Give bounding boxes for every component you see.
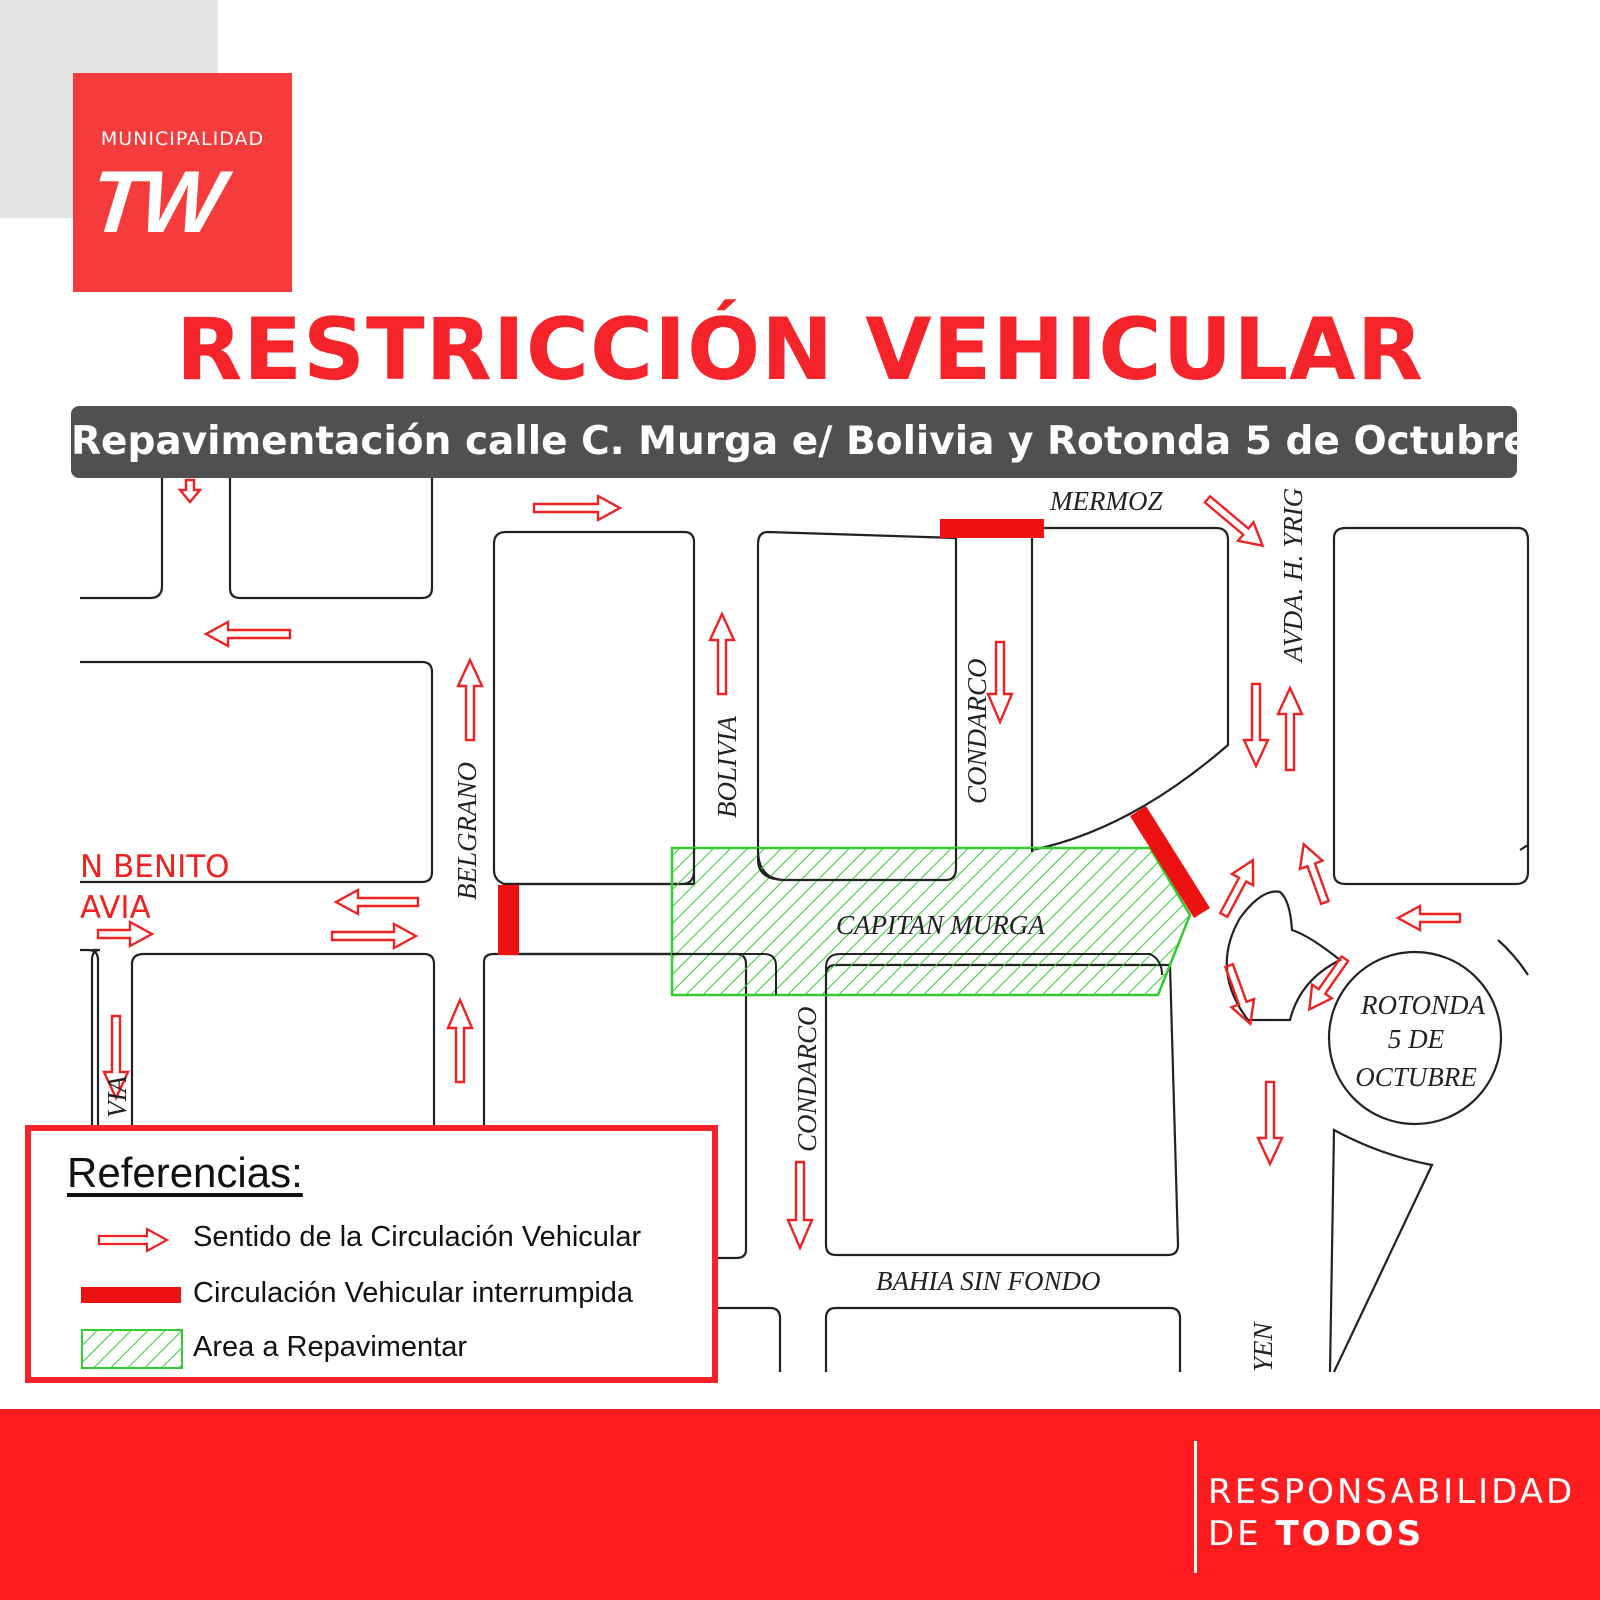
traffic-arrows [96,478,1462,1252]
arrow-icon [97,1227,169,1253]
closure-murga-east [1130,806,1210,918]
repave-area-outline-streets [672,848,1163,995]
street-label-belgrano: BELGRANO [452,762,482,900]
footer-line-2: DE TODOS [1208,1513,1575,1555]
street-label-capitan-murga: CAPITAN MURGA [836,910,1045,940]
arrow-icon [786,1160,814,1252]
arrow-icon [1242,682,1270,769]
footer-divider [1194,1441,1197,1573]
footer-line-2-bold: TODOS [1275,1514,1425,1554]
arrow-icon [330,921,419,951]
roundabout-line-2: 5 DE [1388,1024,1445,1054]
logo-top-text: MUNICIPALIDAD [100,128,265,150]
footer-banner: RESPONSABILIDAD DE TODOS [0,1409,1600,1600]
arrow-icon [986,640,1014,726]
street-label-mermoz: MERMOZ [1049,486,1163,516]
arrow-icon [333,887,420,917]
roundabout-line-3: OCTUBRE [1355,1062,1477,1092]
municipality-logo: MUNICIPALIDAD TW [73,73,292,292]
arrow-icon [1298,841,1331,906]
arrow-icon [446,996,474,1084]
footer-line-2-prefix: DE [1208,1514,1276,1554]
roundabout-label: ROTONDA 5 DE OCTUBRE [1355,990,1485,1092]
arrow-icon [96,919,155,949]
arrow-icon [102,1014,130,1101]
closure-bolivia [498,885,519,955]
closures [498,519,1210,955]
street-label-yrigoyen-bottom: YEN [1248,1320,1278,1372]
street-label-yrigoyen: AVDA. H. YRIG [1278,488,1308,664]
legend-label-direction: Sentido de la Circulación Vehicular [193,1221,642,1253]
arrow-icon [1218,858,1255,919]
repave-area [670,846,1192,997]
red-street-labels: N BENITO AVIA [80,849,230,926]
closure-condarco [940,519,1044,538]
arrow-icon [532,493,623,523]
footer-line-1: RESPONSABILIDAD [1208,1472,1576,1512]
street-label-bahia-sin-fondo: BAHIA SIN FONDO [876,1266,1100,1296]
legend-title: Referencias: [67,1149,303,1196]
arrow-icon [177,478,203,504]
arrow-icon [1307,954,1350,1012]
page-title: RESTRICCIÓN VEHICULAR [176,300,1424,400]
street-label-condarco-top: CONDARCO [962,658,992,804]
closure-bar-icon [81,1287,181,1303]
arrow-icon [1223,962,1256,1027]
street-labels: MERMOZ AVDA. H. YRIG YEN CONDARCO CONDAR… [102,486,1308,1372]
city-blocks [80,478,1530,1373]
arrow-icon [708,611,736,696]
arrow-icon [203,619,292,649]
street-label-condarco-bottom: CONDARCO [792,1006,822,1152]
arrow-icon [1276,685,1304,772]
page-subtitle: Repavimentación calle C. Murga e/ Bolivi… [71,406,1530,478]
footer-slogan: RESPONSABILIDAD DE TODOS [1208,1471,1575,1555]
legend-label-closure: Circulación Vehicular interrumpida [193,1277,634,1309]
roundabout-line-1: ROTONDA [1360,990,1486,1020]
street-label-left-vertical: VIA [102,1076,132,1118]
street-label-avia: AVIA [80,890,151,926]
street-label-bolivia: BOLIVIA [712,716,742,818]
arrow-icon [456,657,484,742]
legend-box: Referencias: Sentido de la Circulación V… [25,1125,718,1383]
arrow-icon [1256,1080,1284,1167]
legend-label-repave: Area a Repavimentar [193,1331,468,1363]
street-label-san-benito: N BENITO [80,849,230,885]
arrow-icon [1203,494,1265,548]
arrow-icon [1395,903,1462,933]
hatch-area-icon [81,1329,183,1369]
